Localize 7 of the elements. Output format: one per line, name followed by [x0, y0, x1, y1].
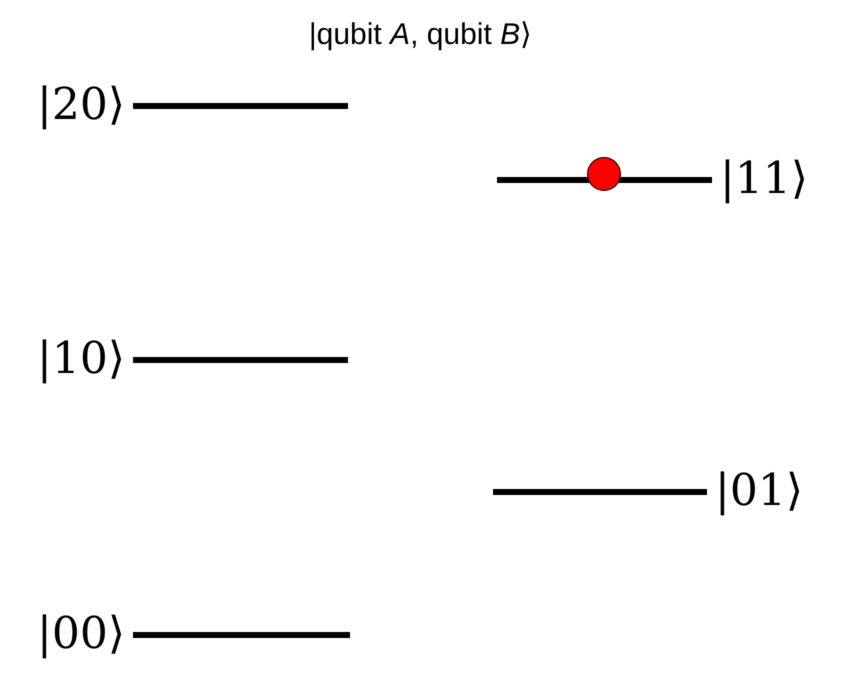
population-dot	[587, 157, 621, 191]
state-label: |11⟩	[720, 154, 808, 204]
state-label: |20⟩	[37, 80, 125, 130]
diagram-title: |qubit A, qubit B⟩	[308, 17, 534, 52]
state-label: |01⟩	[715, 466, 803, 516]
state-label: |00⟩	[37, 609, 125, 659]
state-label: |10⟩	[37, 334, 125, 384]
